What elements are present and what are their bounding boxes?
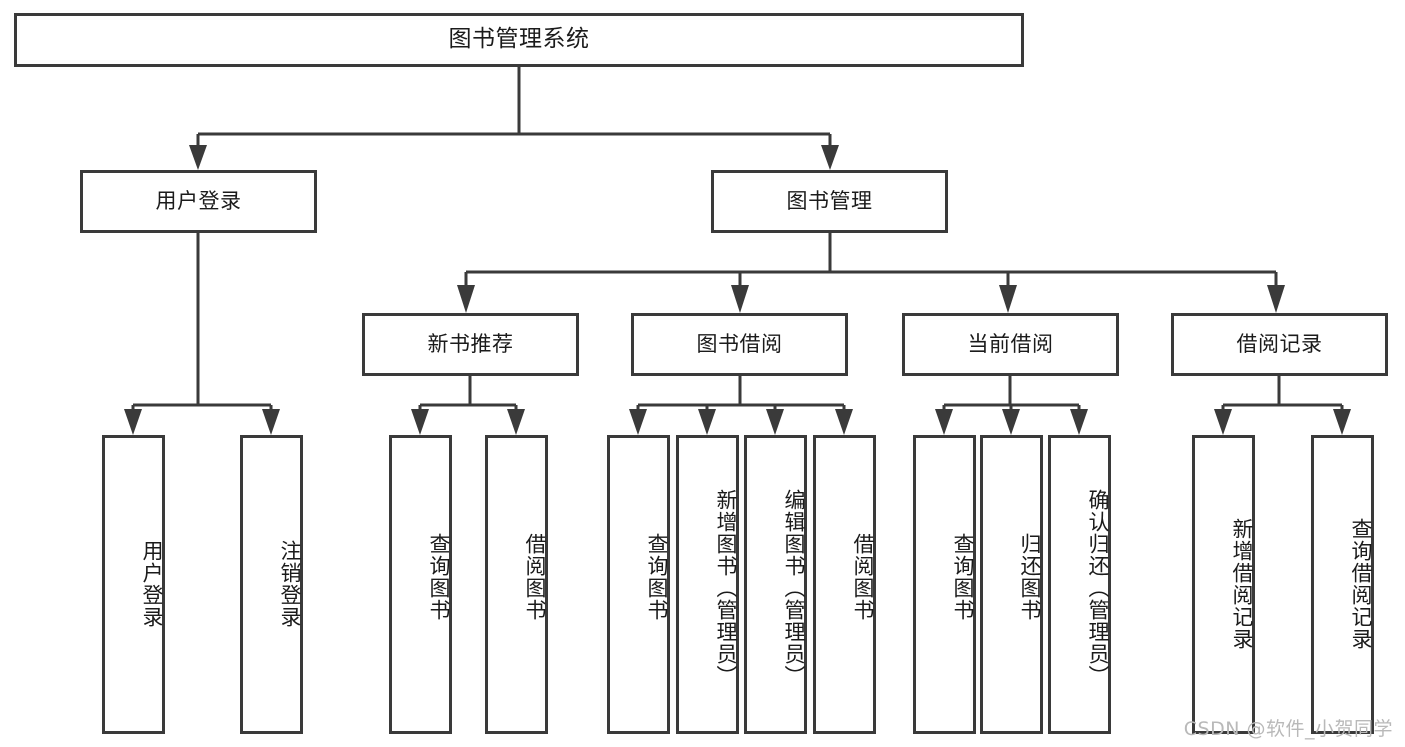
node-leaf-confirm-return-box[interactable] bbox=[1048, 435, 1111, 734]
node-book-management-box[interactable] bbox=[711, 170, 948, 233]
arrow-head-leaf-confirm-return bbox=[1070, 409, 1088, 435]
arrow-head-leaf-return-book bbox=[1002, 409, 1020, 435]
arrow-head-leaf-user-logout bbox=[262, 409, 280, 435]
arrow-head-leaf-query-record bbox=[1333, 409, 1351, 435]
node-leaf-borrow-book-2-box[interactable] bbox=[813, 435, 876, 734]
node-leaf-user-logout-box[interactable] bbox=[240, 435, 303, 734]
arrow-head-leaf-add-record bbox=[1214, 409, 1232, 435]
node-leaf-add-record-box[interactable] bbox=[1192, 435, 1255, 734]
arrow-head-book-borrow bbox=[731, 285, 749, 313]
arrow-head-leaf-query-book-3 bbox=[935, 409, 953, 435]
node-book-borrow-box[interactable] bbox=[631, 313, 848, 376]
node-leaf-query-book-1-box[interactable] bbox=[389, 435, 452, 734]
arrow-head-new-book-recommend bbox=[457, 285, 475, 313]
node-current-borrow-box[interactable] bbox=[902, 313, 1119, 376]
arrow-head-leaf-user-login bbox=[124, 409, 142, 435]
arrow-head-bookmgmt bbox=[821, 145, 839, 170]
node-borrow-record-box[interactable] bbox=[1171, 313, 1388, 376]
node-leaf-borrow-book-1-box[interactable] bbox=[485, 435, 548, 734]
arrow-head-current-borrow bbox=[999, 285, 1017, 313]
arrow-head-leaf-borrow-book-1 bbox=[507, 409, 525, 435]
node-leaf-query-book-3-box[interactable] bbox=[913, 435, 976, 734]
arrow-head-leaf-query-book-2 bbox=[629, 409, 647, 435]
node-leaf-query-record-box[interactable] bbox=[1311, 435, 1374, 734]
arrow-head-leaf-query-book-1 bbox=[411, 409, 429, 435]
arrow-head-userlogin bbox=[189, 145, 207, 170]
arrow-head-leaf-borrow-book-2 bbox=[835, 409, 853, 435]
node-leaf-user-login-box[interactable] bbox=[102, 435, 165, 734]
node-root-box[interactable] bbox=[14, 13, 1024, 67]
node-new-book-recommend-box[interactable] bbox=[362, 313, 579, 376]
arrow-head-borrow-record bbox=[1267, 285, 1285, 313]
node-leaf-edit-book-box[interactable] bbox=[744, 435, 807, 734]
arrow-head-leaf-add-book bbox=[698, 409, 716, 435]
node-leaf-add-book-box[interactable] bbox=[676, 435, 739, 734]
node-leaf-query-book-2-box[interactable] bbox=[607, 435, 670, 734]
node-leaf-return-book-box[interactable] bbox=[980, 435, 1043, 734]
arrow-head-leaf-edit-book bbox=[766, 409, 784, 435]
node-user-login-box[interactable] bbox=[80, 170, 317, 233]
